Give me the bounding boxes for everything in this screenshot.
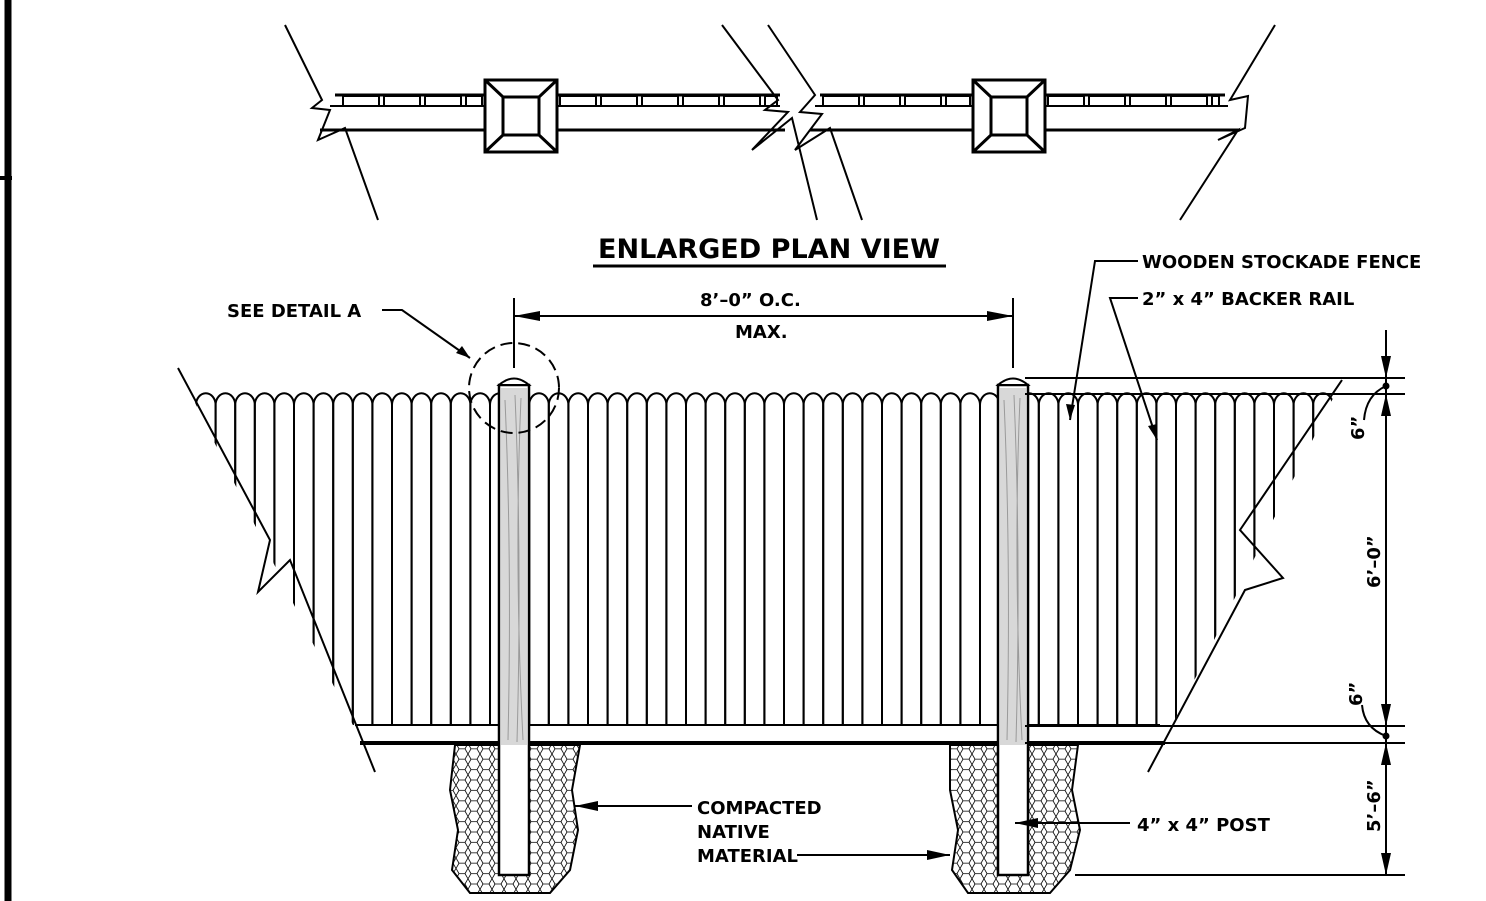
grade-line	[355, 724, 1165, 745]
stockade-board	[783, 392, 805, 725]
stockade-board	[645, 392, 668, 725]
stockade-board	[802, 392, 825, 725]
stockade-board	[1037, 392, 1060, 725]
elevation-view	[177, 342, 1343, 894]
stockade-board	[1233, 392, 1256, 725]
fill-label-line3: MATERIAL	[697, 846, 798, 867]
plan-break-lines	[284, 24, 1276, 221]
plan-board	[1088, 95, 1126, 107]
annotations: SEE DETAIL A 8’–0” O.C. MAX. WOODEN STOC…	[227, 252, 1421, 876]
plan-board	[682, 95, 720, 107]
stockade-board	[1253, 392, 1275, 725]
fence-type-label: WOODEN STOCKADE FENCE	[1142, 252, 1421, 273]
stockade-board	[410, 392, 433, 725]
fill-label-line2: NATIVE	[697, 822, 770, 843]
dim-bottom-offset: 6”	[1346, 682, 1367, 706]
plan-boards	[342, 95, 1220, 107]
post-spacing-label: 8’–0” O.C.	[700, 290, 801, 311]
stockade-board	[449, 392, 472, 725]
post-left	[496, 377, 532, 877]
stockade-board	[391, 392, 413, 725]
stockade-board	[665, 392, 687, 725]
stockade-board	[371, 392, 393, 725]
stockade-board	[743, 392, 766, 725]
plan-board	[945, 95, 971, 107]
stockade-board	[959, 392, 981, 725]
stockade-board	[626, 392, 648, 725]
stockade-board	[234, 392, 256, 725]
plan-view-title: ENLARGED PLAN VIEW	[598, 234, 940, 265]
plan-board	[383, 95, 421, 107]
plan-board	[641, 95, 679, 107]
fill-label-line1: COMPACTED	[697, 798, 822, 819]
dim-embed-depth: 5’–6”	[1364, 779, 1385, 832]
plan-board	[1047, 95, 1085, 107]
stockade-board	[1057, 392, 1079, 725]
stockade-board	[606, 392, 629, 725]
stockade-board	[900, 392, 923, 725]
backer-rail-label: 2” x 4” BACKER RAIL	[1142, 289, 1354, 310]
stockade-board	[430, 392, 452, 725]
stockade-board	[822, 392, 844, 725]
stockade-board	[293, 392, 315, 725]
stockade-board	[939, 392, 962, 725]
stockade-board	[1175, 392, 1197, 725]
see-detail-label: SEE DETAIL A	[227, 301, 361, 322]
stockade-board	[547, 392, 570, 725]
stockade-board	[1077, 392, 1099, 725]
stockade-board	[1273, 392, 1295, 725]
stockade-board	[920, 392, 942, 725]
post-right	[995, 377, 1031, 877]
plan-board	[600, 95, 638, 107]
stockade-board	[469, 392, 491, 725]
elevation-break-lines	[177, 367, 1343, 773]
stockade-board	[312, 392, 335, 725]
post-spacing-max-label: MAX.	[735, 322, 788, 343]
plan-board	[822, 95, 860, 107]
plan-board	[342, 95, 380, 107]
stockade-boards	[195, 392, 1342, 725]
plan-board	[863, 95, 901, 107]
stockade-board	[351, 392, 374, 725]
stockade-board	[1331, 392, 1342, 725]
stockade-board	[1214, 392, 1236, 725]
stockade-board	[567, 392, 589, 725]
stockade-board	[979, 392, 1001, 725]
stockade-board	[1116, 392, 1138, 725]
stockade-board	[1155, 392, 1177, 725]
stockade-board	[273, 392, 295, 725]
plan-post-right	[971, 78, 1047, 154]
stockade-board	[1096, 392, 1119, 725]
stockade-board	[861, 392, 883, 725]
stockade-board	[587, 392, 609, 725]
detail-a-circle	[468, 342, 560, 434]
plan-board	[904, 95, 942, 107]
plan-board	[1129, 95, 1167, 107]
plan-board	[723, 95, 761, 107]
plan-board	[559, 95, 597, 107]
stockade-board	[195, 392, 217, 725]
stockade-board	[724, 392, 746, 725]
plan-rails	[320, 93, 1240, 132]
stockade-board	[1135, 392, 1158, 725]
plan-board	[1170, 95, 1208, 107]
stockade-board	[704, 392, 727, 725]
post-size-label: 4” x 4” POST	[1137, 815, 1271, 836]
dim-fence-height: 6’–0”	[1364, 535, 1385, 588]
plan-board	[424, 95, 462, 107]
plan-board	[465, 95, 483, 107]
plan-board	[1211, 95, 1220, 107]
stockade-board	[841, 392, 864, 725]
stockade-board	[763, 392, 785, 725]
plan-view: ENLARGED PLAN VIEW	[284, 24, 1276, 268]
dim-top-offset: 6”	[1348, 416, 1369, 440]
stockade-board	[685, 392, 707, 725]
stockade-board	[881, 392, 903, 725]
stockade-board	[1312, 392, 1334, 725]
sheet-border	[0, 0, 12, 901]
stockade-board	[528, 392, 550, 725]
stockade-board	[1292, 392, 1315, 725]
plan-post-left	[483, 78, 559, 154]
